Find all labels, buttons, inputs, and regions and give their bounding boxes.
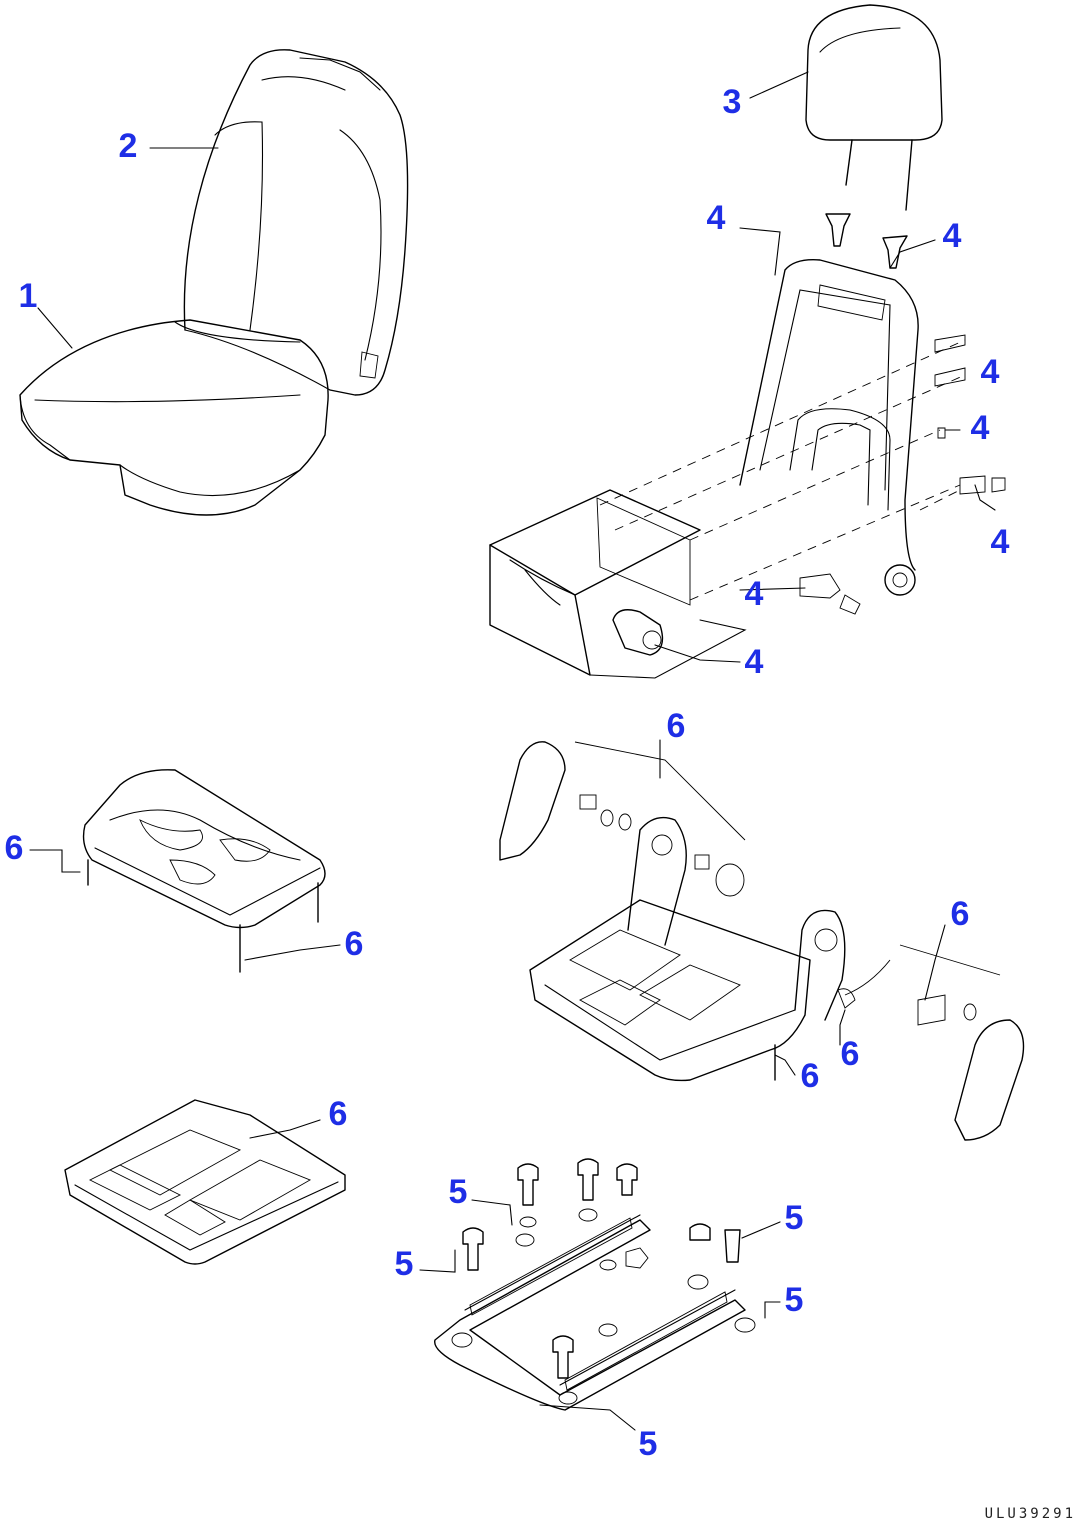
callout-6: 6 xyxy=(800,1057,820,1095)
callout-5: 5 xyxy=(394,1245,414,1283)
callout-5: 5 xyxy=(638,1425,658,1463)
callout-6: 6 xyxy=(840,1035,860,1073)
callout-4: 4 xyxy=(744,643,764,681)
seat-cushion-part xyxy=(19,319,329,516)
bottom-cover-part xyxy=(64,1099,346,1265)
seat-frame-part xyxy=(489,213,1006,679)
callout-6: 6 xyxy=(666,707,686,745)
drawing-number: ULU39291 xyxy=(984,1506,1076,1522)
callout-3: 3 xyxy=(722,83,742,121)
callout-6: 6 xyxy=(950,895,970,933)
callout-4: 4 xyxy=(706,199,726,237)
seat-back-part xyxy=(183,49,409,396)
callout-6: 6 xyxy=(4,829,24,867)
slide-rail-part xyxy=(434,1158,756,1411)
callout-1: 1 xyxy=(18,277,38,315)
callout-5: 5 xyxy=(448,1173,468,1211)
callout-4: 4 xyxy=(942,217,962,255)
callout-6: 6 xyxy=(328,1095,348,1133)
callout-5: 5 xyxy=(784,1281,804,1319)
leader-lines xyxy=(29,71,996,1431)
seat-base-frame-part xyxy=(499,741,1025,1141)
callout-4: 4 xyxy=(970,409,990,447)
seat-pan-part xyxy=(82,769,326,973)
callout-4: 4 xyxy=(744,575,764,613)
callout-2: 2 xyxy=(118,127,138,165)
callout-6: 6 xyxy=(344,925,364,963)
callout-4: 4 xyxy=(980,353,1000,391)
headrest-part xyxy=(805,4,943,211)
callout-4: 4 xyxy=(990,523,1010,561)
callout-5: 5 xyxy=(784,1199,804,1237)
